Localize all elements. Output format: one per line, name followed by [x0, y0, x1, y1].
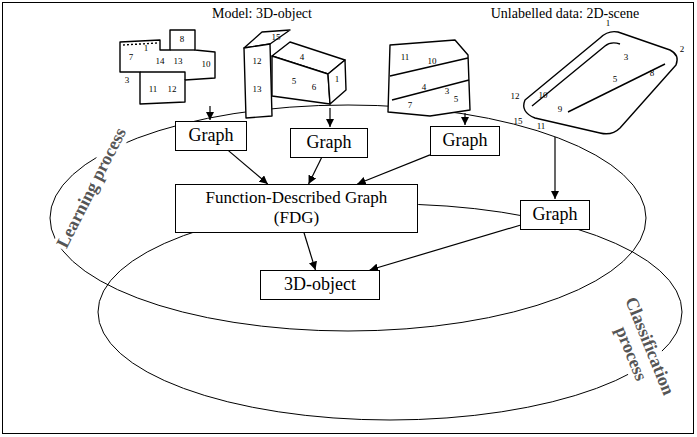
- callout-number: 7: [129, 53, 134, 63]
- learning-ellipse: [50, 105, 646, 331]
- connector-arrow: [304, 233, 315, 270]
- callout-number: 4: [422, 83, 427, 93]
- heading-label: Unlabelled data: 2D-scene: [491, 6, 640, 21]
- model-sketch: [244, 30, 346, 118]
- sketch-arrow: [464, 113, 465, 125]
- callout-number: 12: [168, 85, 177, 95]
- callout-number: 14: [156, 57, 165, 67]
- callout-number: 6: [312, 83, 317, 93]
- callout-number: 5: [613, 75, 618, 85]
- graph-box: Graph: [430, 126, 500, 156]
- graph-box: Graph: [175, 121, 247, 151]
- callout-number: 1: [606, 19, 611, 29]
- callout-number: 8: [180, 35, 185, 45]
- object-box: 3D-object: [260, 270, 380, 300]
- callout-number: 1: [144, 44, 149, 54]
- callout-number: 11: [537, 122, 546, 132]
- heading-label: Model: 3D-object: [212, 6, 312, 21]
- callout-number: 5: [292, 77, 297, 87]
- connector-arrow: [357, 155, 430, 184]
- sketch-arrow: [329, 108, 330, 127]
- callout-number: 15: [272, 33, 281, 43]
- callout-number: 10: [428, 57, 437, 67]
- callout-number: 9: [558, 105, 563, 115]
- callout-number: 7: [408, 101, 413, 111]
- callout-number: 10: [539, 91, 548, 101]
- callout-number: 1: [335, 75, 340, 85]
- callout-number: 3: [624, 53, 629, 63]
- callout-number: 3: [445, 87, 450, 97]
- frame-border: [3, 3, 694, 434]
- box-text: Graph: [185, 125, 237, 147]
- sketch-arrow: [209, 106, 210, 120]
- box-text: Graph: [530, 204, 580, 226]
- callout-number: 12: [253, 57, 262, 67]
- connector-arrow: [228, 151, 267, 184]
- classification-ellipse: [98, 204, 682, 420]
- callout-number: 2: [680, 45, 685, 55]
- fdg-box: Function-Described Graph (FDG): [175, 184, 418, 233]
- callout-number: 11: [401, 53, 410, 63]
- callout-number: 3: [125, 76, 130, 86]
- callout-number: 13: [174, 57, 183, 67]
- callout-number: 8: [650, 69, 655, 79]
- model-sketch: [120, 30, 215, 104]
- connector-arrow: [309, 158, 322, 184]
- sketch-arrow: [554, 137, 555, 199]
- callout-number: 5: [454, 95, 459, 105]
- callout-number: 11: [149, 85, 158, 95]
- box-text: 3D-object: [270, 274, 370, 296]
- box-text: Graph: [300, 132, 358, 154]
- callout-number: 15: [514, 117, 523, 127]
- graph-box: Graph: [520, 200, 590, 230]
- process-label: Classification process: [597, 280, 684, 419]
- process-label: Learning process: [52, 123, 131, 253]
- callout-number: 4: [300, 53, 305, 63]
- scene-sketch: [524, 32, 677, 134]
- callout-number: 10: [202, 60, 211, 70]
- callout-number: 12: [511, 92, 520, 102]
- graph-box: Graph: [290, 128, 368, 158]
- callout-number: 13: [253, 85, 262, 95]
- box-text: Graph: [440, 130, 490, 152]
- model-sketch: [388, 40, 470, 116]
- box-text: Function-Described Graph (FDG): [194, 188, 399, 229]
